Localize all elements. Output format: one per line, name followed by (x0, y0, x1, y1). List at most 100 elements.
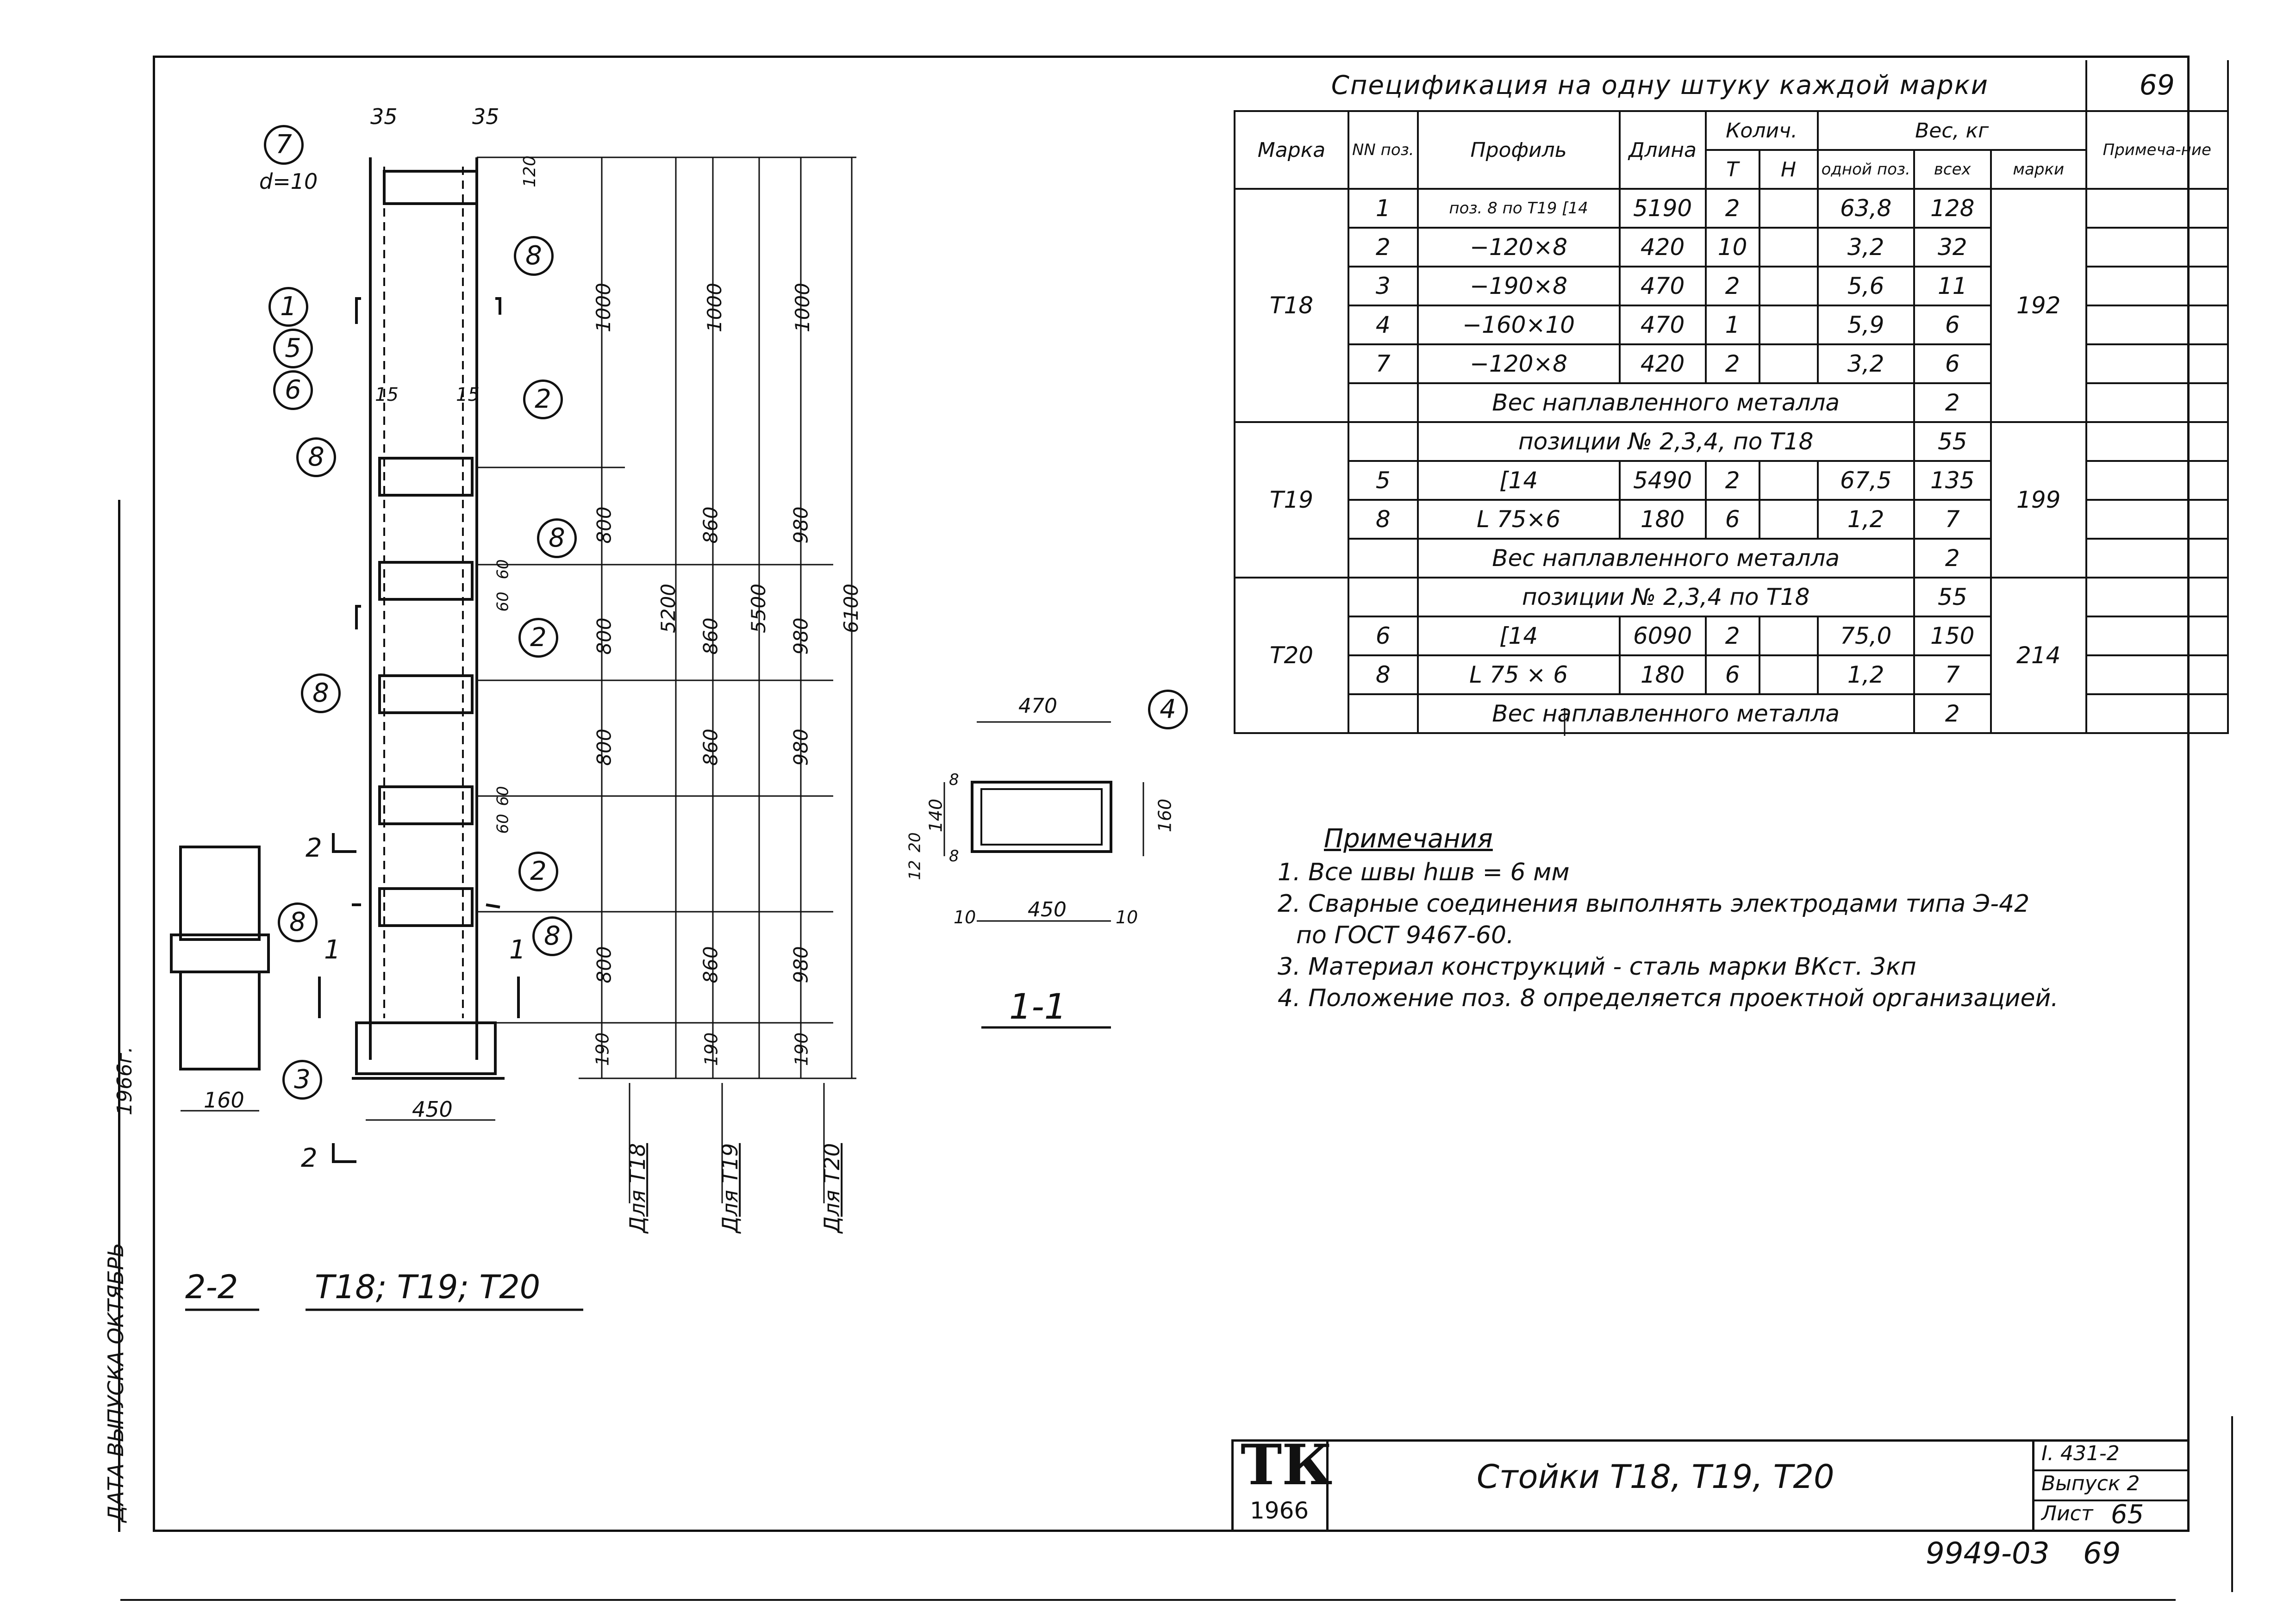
cell-pos: 7 (1348, 343, 1419, 384)
cell-n (1758, 227, 1819, 268)
sec-dim-450: 450 (1028, 898, 1067, 921)
cell-t: 2 (1704, 188, 1760, 229)
hdr-profile: Профиль (1416, 110, 1621, 190)
bubble-8-right: 8 (532, 916, 572, 956)
cell-one: 67,5 (1816, 460, 1915, 501)
hdr-pos: NN поз. (1348, 110, 1419, 190)
cell-note (2085, 616, 2229, 656)
label-for-t20: Для Т20 (819, 1143, 845, 1233)
table-row: 2 −120×8 420 10 3,2 32 (1235, 227, 2229, 268)
cell-all: 11 (1913, 266, 1992, 306)
dim-d10: d=10 (259, 169, 318, 194)
note-1: 1. Все швы hшв = 6 мм (1278, 859, 1570, 886)
bottom-code: 9949-03 (1926, 1537, 2050, 1571)
angle-8 (355, 297, 361, 324)
weld-label-t18: Вес наплавленного металла (1416, 382, 1915, 423)
sec-dim-20: 20 (905, 832, 924, 852)
cell-note (2085, 421, 2229, 462)
cell-note (2085, 382, 2229, 423)
margin-strip-line (118, 500, 120, 1532)
cell-all: 7 (1913, 499, 1992, 540)
sec-dim-8b: 8 (949, 847, 959, 865)
tk-logo: ТК (1241, 1432, 1333, 1498)
cell-note (2085, 654, 2229, 695)
table-row: Вес наплавленного металла 2 (1235, 538, 2229, 579)
dim-col1-800d: 800 (593, 946, 616, 983)
notes-block: Примечания 1. Все швы hшв = 6 мм 2. Свар… (1278, 824, 2059, 1016)
dim-col2-190: 190 (701, 1032, 722, 1066)
side-view-upper (179, 846, 261, 941)
cell-note (2085, 266, 2229, 306)
table-row: 8 L 75 × 6 180 6 1,2 7 (1235, 654, 2229, 695)
cell-length: 180 (1618, 654, 1707, 695)
right-rule (2231, 1416, 2233, 1592)
cell-n (1758, 188, 1819, 229)
bubble-8-left: 8 (296, 437, 336, 477)
dim-col1-800c: 800 (593, 728, 616, 766)
weld-label-t20: Вес наплавленного металла (1416, 693, 1915, 734)
dim-col3-980c: 980 (789, 728, 812, 766)
cell-length: 470 (1618, 266, 1707, 306)
cell-t: 2 (1704, 343, 1760, 384)
table-row: Т20 позиции № 2,3,4 по Т18 55 214 (1234, 577, 2229, 734)
cell-one: 3,2 (1816, 343, 1915, 384)
cell-pos (1348, 577, 1419, 617)
dim-side-15b: 15 (456, 384, 480, 405)
cell-note (2085, 577, 2229, 617)
sheet-frame (153, 56, 2190, 1532)
sec-dim-10a: 10 (954, 907, 976, 927)
cell-markw-t19: 199 (1990, 421, 2087, 579)
bubble-1: 1 (268, 287, 308, 327)
note-3: 3. Материал конструкций - сталь марки ВК… (1278, 953, 1916, 981)
cell-profile: −190×8 (1416, 266, 1621, 306)
section-1-1-inner (980, 788, 1103, 846)
note-2a: 2. Сварные соединения выполнять электрод… (1278, 890, 2030, 918)
section-2-2-title: 2-2 (185, 1268, 238, 1306)
bubble-8-side: 8 (278, 902, 318, 942)
cell-n (1758, 343, 1819, 384)
cell-profile: поз. 8 по Т19 [14 (1416, 188, 1621, 229)
issue-label: Выпуск 2 (2041, 1472, 2140, 1495)
cell-length: 470 (1618, 305, 1707, 345)
cell-pos: 6 (1348, 616, 1419, 656)
cut-label-2-bottom: 2 (301, 1143, 318, 1173)
dim-60d: 60 (493, 814, 512, 834)
cell-n (1758, 460, 1819, 501)
cell-length: 420 (1618, 343, 1707, 384)
cell-note (2085, 227, 2229, 268)
t19-positions-weight: 55 (1913, 421, 1992, 462)
dim-total-6100: 6100 (839, 584, 862, 633)
hdr-weight: Вес, кг (1816, 110, 2087, 151)
section-1-1-title: 1-1 (1009, 986, 1067, 1027)
batten-plate (378, 674, 474, 714)
cell-one: 5,6 (1816, 266, 1915, 306)
cell-length: 420 (1618, 227, 1707, 268)
cell-n (1758, 305, 1819, 345)
mark-t20: Т20 (1234, 577, 1349, 734)
cell-pos (1348, 693, 1419, 734)
cell-length: 6090 (1618, 616, 1707, 656)
bubble-3: 3 (282, 1060, 322, 1100)
dim-col3-980d: 980 (789, 946, 812, 983)
dim-col2-860c: 860 (699, 728, 722, 766)
cell-all: 6 (1913, 305, 1992, 345)
dim-60a: 60 (493, 559, 512, 579)
cell-length: 5190 (1618, 188, 1707, 229)
cell-pos: 5 (1348, 460, 1419, 501)
dim-col1-800a: 800 (593, 506, 616, 544)
cell-pos: 8 (1348, 654, 1419, 695)
cell-note (2085, 499, 2229, 540)
notes-title: Примечания (1324, 824, 1493, 854)
sec-dim-8a: 8 (949, 771, 959, 789)
dim-450: 450 (412, 1097, 453, 1122)
cell-note (2085, 538, 2229, 579)
cell-all: 32 (1913, 227, 1992, 268)
cut-mark-2-bottom (332, 1143, 356, 1163)
sec-dim-12: 12 (905, 860, 924, 880)
cell-markw-t18: 192 (1990, 188, 2087, 423)
tk-logo-year: 1966 (1250, 1497, 1309, 1524)
dim-160-side: 160 (204, 1088, 244, 1113)
cell-t: 10 (1704, 227, 1760, 268)
